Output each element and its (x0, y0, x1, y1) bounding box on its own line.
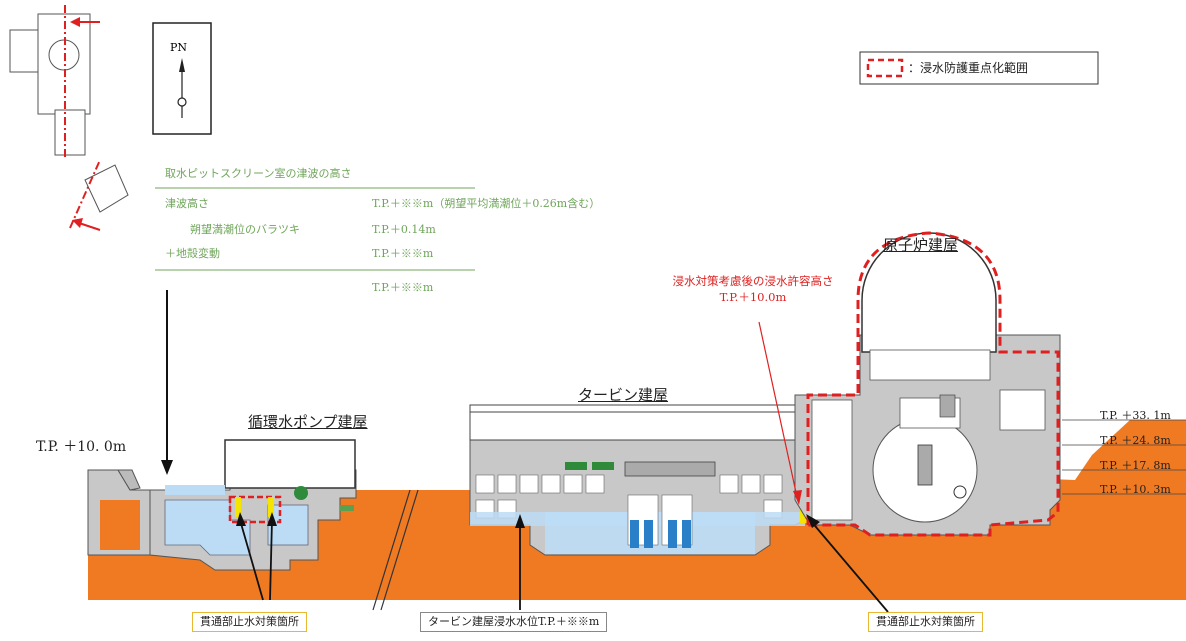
table-row-label: 津波高さ (165, 197, 209, 210)
level-label: T.P. ＋10. 3m (1100, 483, 1171, 496)
left-level-label: T.P. ＋10. 0m (36, 439, 127, 455)
table-row-label: 朔望満潮位のバラツキ (190, 223, 300, 236)
compass-label: PN (170, 41, 188, 54)
turbine-water-level-callout: タービン建屋浸水水位T.P.＋※※m (420, 612, 608, 633)
legend-text: ：浸水防護重点化範囲 (908, 61, 1029, 75)
level-label: T.P. ＋33. 1m (1100, 409, 1171, 422)
penetration-callout-right: 貫通部止水対策箇所 (868, 612, 983, 633)
turbine-building (469, 404, 807, 556)
key-plan (9, 5, 129, 231)
level-label: T.P. ＋24. 8m (1100, 434, 1171, 447)
pump-building (149, 439, 357, 571)
allowable-height-label: 浸水対策考慮後の浸水許容高さ (672, 274, 834, 288)
table-total: T.P.＋※※m (372, 281, 434, 294)
allowable-height-value: T.P.＋10.0m (719, 290, 787, 304)
table-row-value: T.P.＋※※m（朔望平均満潮位＋0.26m含む） (372, 197, 601, 210)
table-row-value: T.P.＋※※m (372, 247, 434, 260)
pump-building-title: 循環水ポンプ建屋 (248, 413, 368, 431)
level-label: T.P. ＋17. 8m (1100, 459, 1171, 472)
penetration-callout-left: 貫通部止水対策箇所 (192, 612, 307, 633)
table-title: 取水ピットスクリーン室の津波の高さ (165, 167, 352, 180)
reactor-building-title: 原子炉建屋 (883, 236, 959, 254)
table-row-label: ＋地殻変動 (165, 247, 220, 260)
table-row-value: T.P.＋0.14m (372, 223, 436, 236)
reactor-building (794, 231, 1061, 537)
turbine-building-title: タービン建屋 (578, 386, 669, 404)
